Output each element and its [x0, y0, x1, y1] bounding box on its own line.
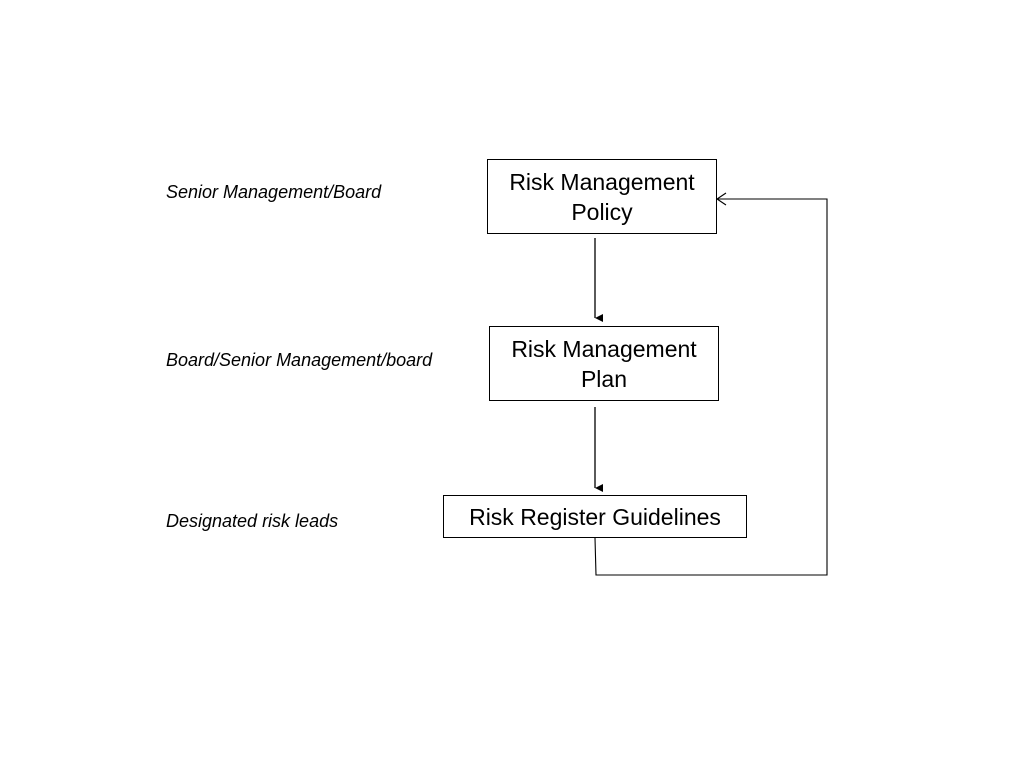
plan-box-line-2: Plan [580, 365, 628, 392]
policy-box-line-1: Risk Management [509, 168, 695, 195]
role-label-policy: Senior Management/Board [166, 182, 382, 202]
guidelines-box-label: Risk Register Guidelines [469, 503, 721, 530]
risk-management-policy-box: Risk Management Policy [487, 159, 717, 234]
plan-box-line-1: Risk Management [511, 335, 697, 362]
role-label-guidelines: Designated risk leads [166, 511, 339, 531]
role-label-plan: Board/Senior Management/board [166, 350, 433, 370]
risk-register-guidelines-box: Risk Register Guidelines [443, 495, 747, 538]
feedback-arrowhead [716, 192, 727, 206]
policy-box-line-2: Policy [571, 198, 633, 225]
risk-management-plan-box: Risk Management Plan [489, 326, 719, 401]
